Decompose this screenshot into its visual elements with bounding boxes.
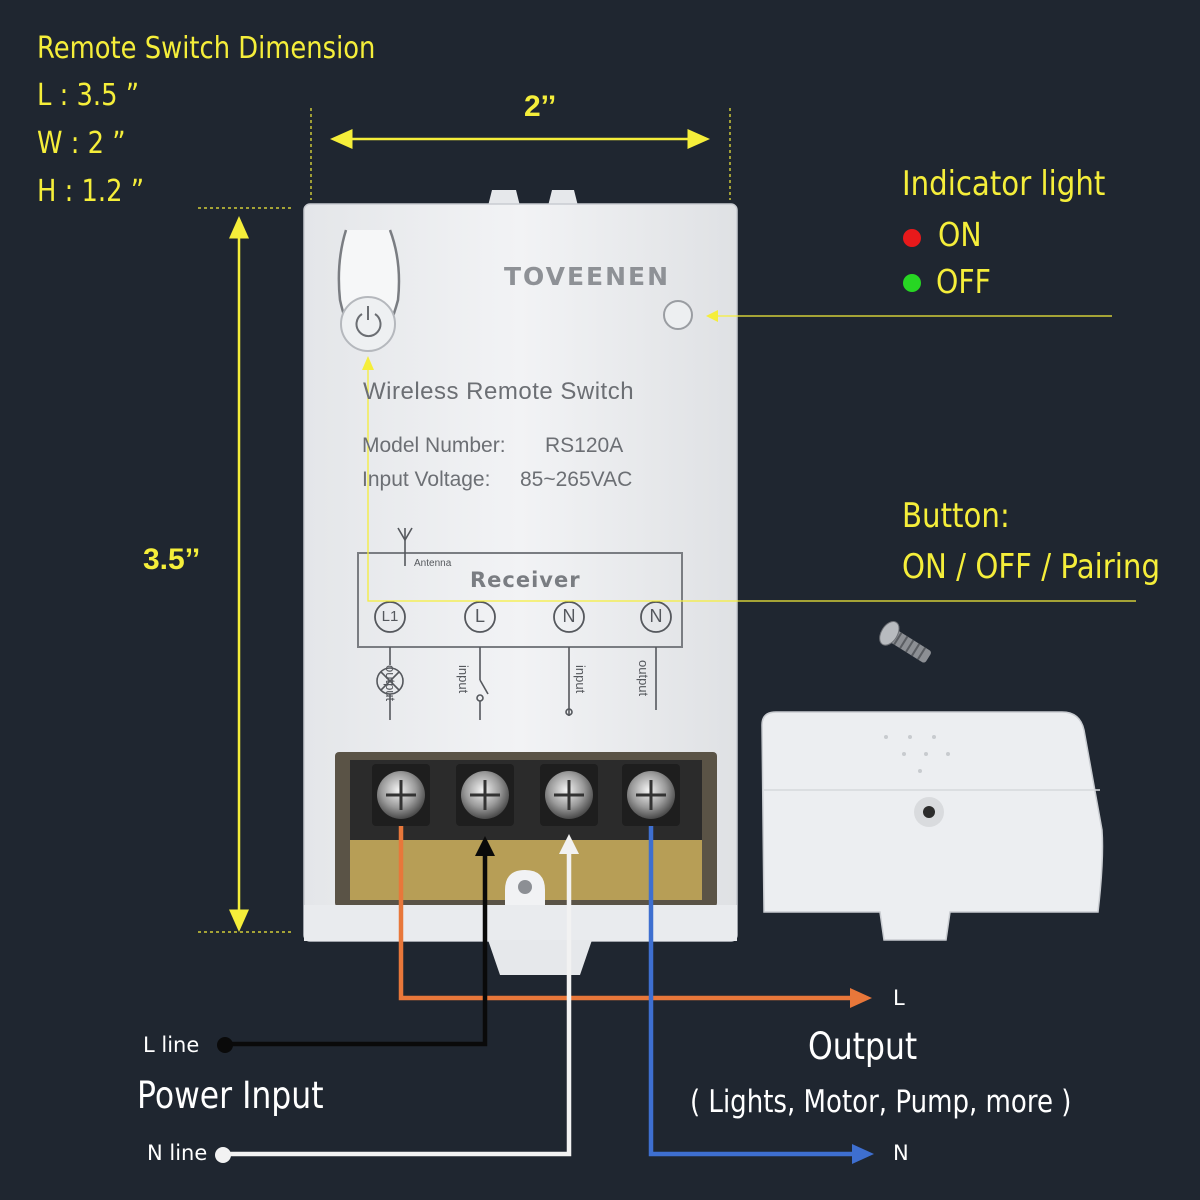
button-note-title: Button: <box>902 496 1010 536</box>
indicator-led <box>663 300 693 330</box>
terminal-cover <box>761 711 1104 941</box>
wire-output-n <box>648 826 858 1157</box>
terminal-markers <box>374 601 672 633</box>
loose-screw <box>879 621 931 663</box>
wire-n-line <box>225 850 572 1157</box>
wire-output-l <box>398 826 855 1001</box>
indicator-on-label: ON <box>938 215 982 254</box>
l-line-terminal-dot <box>217 1037 233 1053</box>
output-label: Output <box>808 1025 918 1068</box>
dimension-width: W : 2 ” <box>37 126 126 161</box>
button-note-text: ON / OFF / Pairing <box>902 547 1161 587</box>
receiver-panel <box>357 552 683 648</box>
wire-l-line <box>228 850 488 1047</box>
screw-l <box>456 764 514 826</box>
terminal-function-4: output <box>636 660 651 697</box>
terminal-schematic <box>376 647 657 720</box>
mounting-tab-top <box>488 190 578 206</box>
terminal-label-1: L1 <box>381 608 399 625</box>
dimension-height: H : 1.2 ” <box>37 174 145 209</box>
terminal-screws <box>372 764 680 826</box>
arrow-l-line <box>475 836 495 856</box>
l-line-label: L line <box>143 1033 200 1057</box>
model-value: RS120A <box>545 434 624 457</box>
output-l-label: L <box>893 986 905 1010</box>
screw-n-input <box>540 764 598 826</box>
terminal-label-3: N <box>562 606 576 626</box>
power-input-label: Power Input <box>137 1074 324 1117</box>
terminal-label-4: N <box>649 606 663 626</box>
output-examples: ( Lights, Motor, Pump, more ) <box>690 1084 1072 1120</box>
n-line-label: N line <box>147 1141 208 1165</box>
receiver-label: Receiver <box>470 568 581 592</box>
screw-n-output <box>622 764 680 826</box>
height-marker-label: 3.5’’ <box>143 543 201 576</box>
antenna-icon <box>397 527 413 566</box>
green-dot-icon <box>903 274 921 292</box>
screw-l1 <box>372 764 430 826</box>
dimension-guides <box>198 108 731 933</box>
arrow-n-line <box>559 834 579 854</box>
terminal-function-3: input <box>573 665 588 694</box>
dimension-length: L : 3.5 ” <box>37 78 140 113</box>
callout-arrow-button <box>362 356 374 370</box>
arrow-output-l <box>850 988 872 1008</box>
power-icon <box>355 313 382 338</box>
wires <box>225 826 858 1157</box>
n-line-terminal-dot <box>215 1147 231 1163</box>
red-dot-icon <box>903 229 921 247</box>
terminal-label-2: L <box>474 606 485 626</box>
arrow-output-n <box>852 1144 874 1164</box>
callouts <box>367 315 1136 602</box>
callout-arrow-led <box>706 310 718 322</box>
width-marker-label: 2’’ <box>524 90 557 123</box>
terminal-function-1: output <box>383 665 398 702</box>
voltage-label: Input Voltage: <box>362 468 491 491</box>
power-button[interactable] <box>337 229 401 352</box>
dimension-title: Remote Switch Dimension <box>37 31 376 66</box>
brand-label: TOVEENEN <box>504 262 671 291</box>
terminal-function-2: input <box>456 665 471 694</box>
indicator-title: Indicator light <box>902 164 1106 204</box>
output-n-label: N <box>893 1141 909 1165</box>
indicator-off-label: OFF <box>936 262 991 301</box>
antenna-label: Antenna <box>414 558 452 569</box>
model-label: Model Number: <box>362 434 506 457</box>
product-name: Wireless Remote Switch <box>363 378 635 405</box>
voltage-value: 85~265VAC <box>520 468 633 491</box>
